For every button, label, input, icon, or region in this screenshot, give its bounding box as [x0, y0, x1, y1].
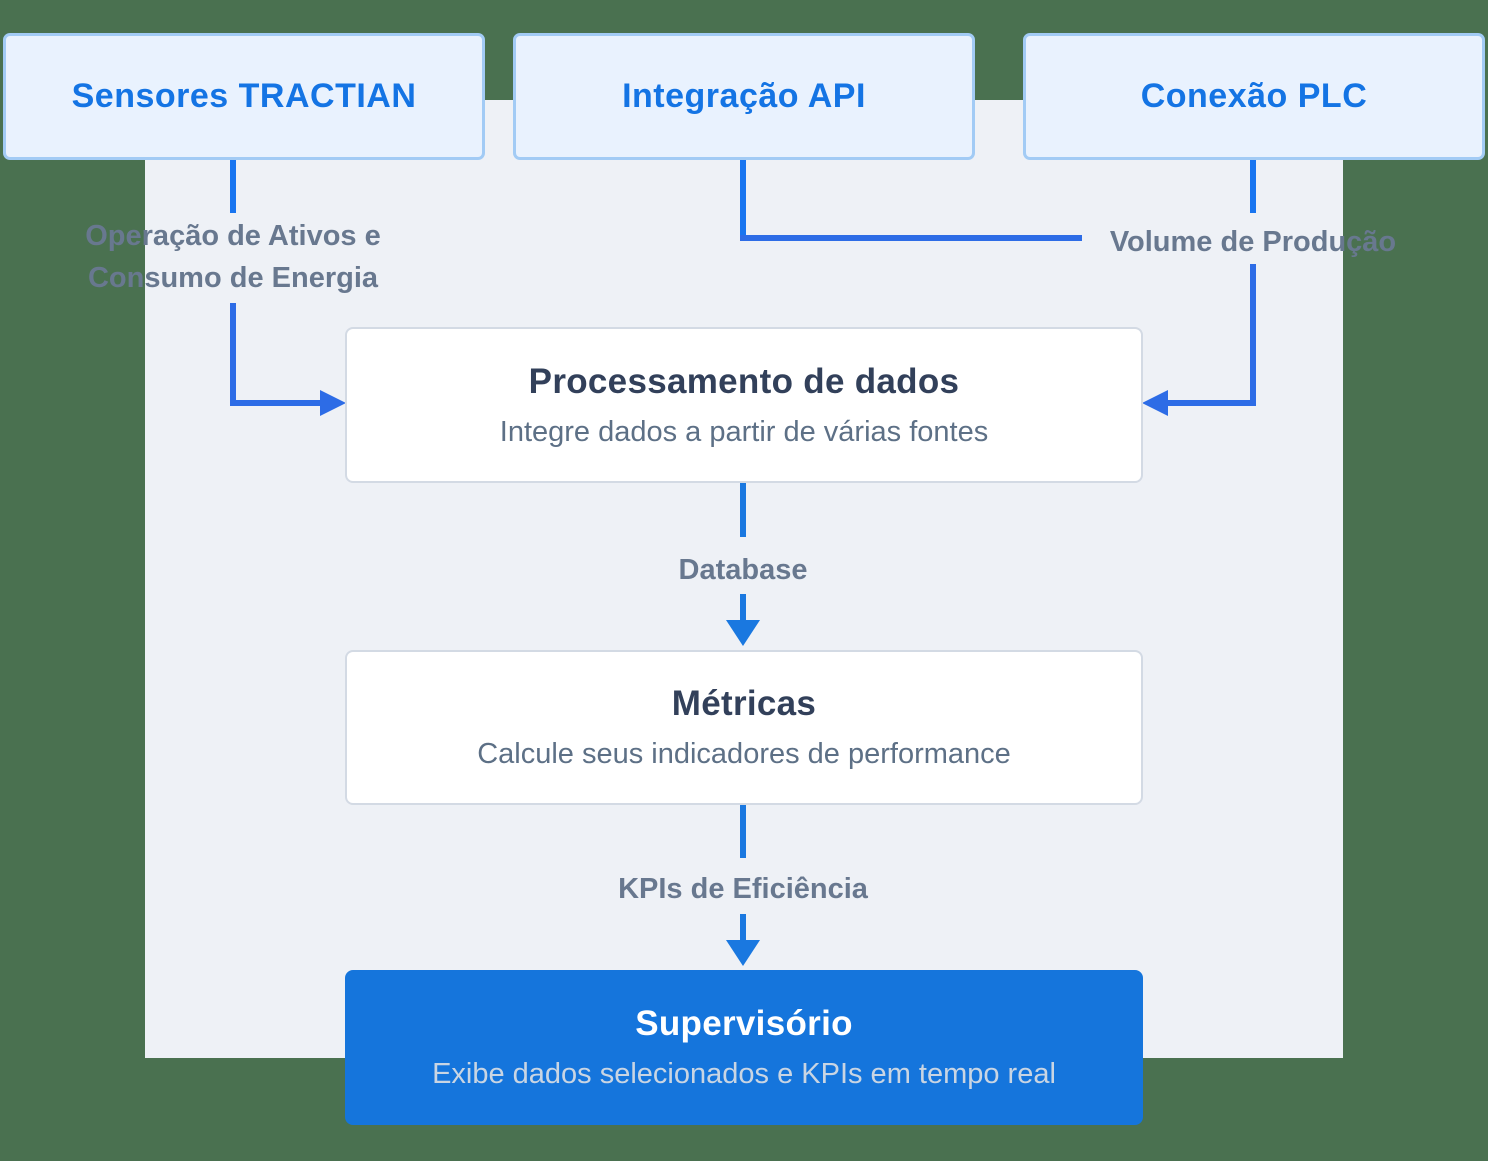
diagram-background-panel — [145, 100, 1343, 1058]
node-processamento-de-dados: Processamento de dados Integre dados a p… — [345, 327, 1143, 483]
node-metricas-title: Métricas — [671, 684, 817, 723]
edge-label-kpis-eficiencia: KPIs de Eficiência — [618, 873, 868, 905]
connector-database-top — [740, 483, 746, 537]
connector-kpis-top — [740, 805, 746, 858]
node-supervisorio-subtitle: Exibe dados selecionados e KPIs em tempo… — [432, 1058, 1056, 1090]
node-metricas-subtitle: Calcule seus indicadores de performance — [477, 738, 1011, 770]
node-processamento-title: Processamento de dados — [528, 361, 960, 401]
node-integracao-api-label: Integração API — [622, 77, 866, 115]
arrowhead-into-processing-left-icon — [320, 390, 346, 416]
connector-plc-horizontal — [1166, 400, 1256, 406]
node-integracao-api: Integração API — [513, 33, 975, 160]
connector-api-horizontal — [740, 235, 1082, 241]
node-conexao-plc: Conexão PLC — [1023, 33, 1485, 160]
connector-api-vertical — [740, 160, 746, 241]
node-processamento-subtitle: Integre dados a partir de várias fontes — [499, 415, 989, 448]
edge-label-volume-producao: Volume de Produção — [1109, 226, 1397, 258]
connector-database-bottom — [740, 594, 746, 624]
node-sensores-tractian-label: Sensores TRACTIAN — [71, 77, 417, 115]
edge-label-operacao-ativos-energia: Operação de Ativos e Consumo de Energia — [85, 220, 381, 294]
node-conexao-plc-label: Conexão PLC — [1140, 77, 1368, 115]
node-metricas: Métricas Calcule seus indicadores de per… — [345, 650, 1143, 805]
node-supervisorio-title: Supervisório — [635, 1004, 853, 1043]
arrowhead-into-processing-right-icon — [1142, 390, 1168, 416]
connector-sensores-horizontal — [230, 400, 322, 406]
connector-sensores-stub — [230, 160, 236, 213]
connector-kpis-bottom — [740, 914, 746, 944]
connector-sensores-vertical — [230, 303, 236, 400]
connector-plc-vertical — [1250, 264, 1256, 406]
edge-label-database: Database — [678, 554, 808, 586]
connector-plc-stub — [1250, 160, 1256, 213]
arrowhead-into-metrics-icon — [726, 620, 760, 646]
arrowhead-into-supervisorio-icon — [726, 940, 760, 966]
node-supervisorio: Supervisório Exibe dados selecionados e … — [345, 970, 1143, 1125]
node-sensores-tractian: Sensores TRACTIAN — [3, 33, 485, 160]
